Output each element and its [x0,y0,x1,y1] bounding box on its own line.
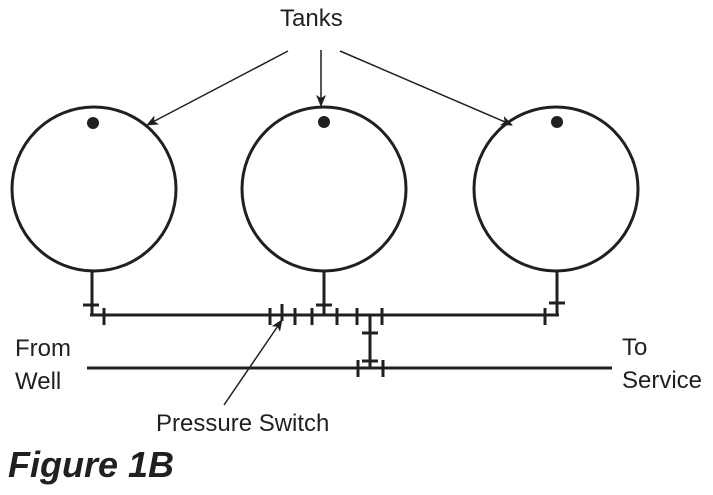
tank-left-port-icon [87,117,99,129]
pressure-switch-label: Pressure Switch [156,410,330,437]
from-well-label-line2: Well [15,368,62,395]
tank-middle-port-icon [318,116,330,128]
tank-middle [240,105,408,273]
piping [83,271,612,377]
from-well-label-line1: From [15,335,71,362]
to-service-label-line1: To [622,334,648,361]
tank-right-port-icon [551,116,563,128]
tank-right [472,105,640,273]
tank-left [10,105,178,273]
tanks-label: Tanks [280,5,343,32]
to-service-label-line2: Service [622,367,703,394]
arrow-to-right-tank [339,50,513,126]
figure-caption: Figure 1B [8,444,175,485]
arrow-to-pressure-switch [223,319,283,406]
arrow-to-left-tank [146,50,289,126]
